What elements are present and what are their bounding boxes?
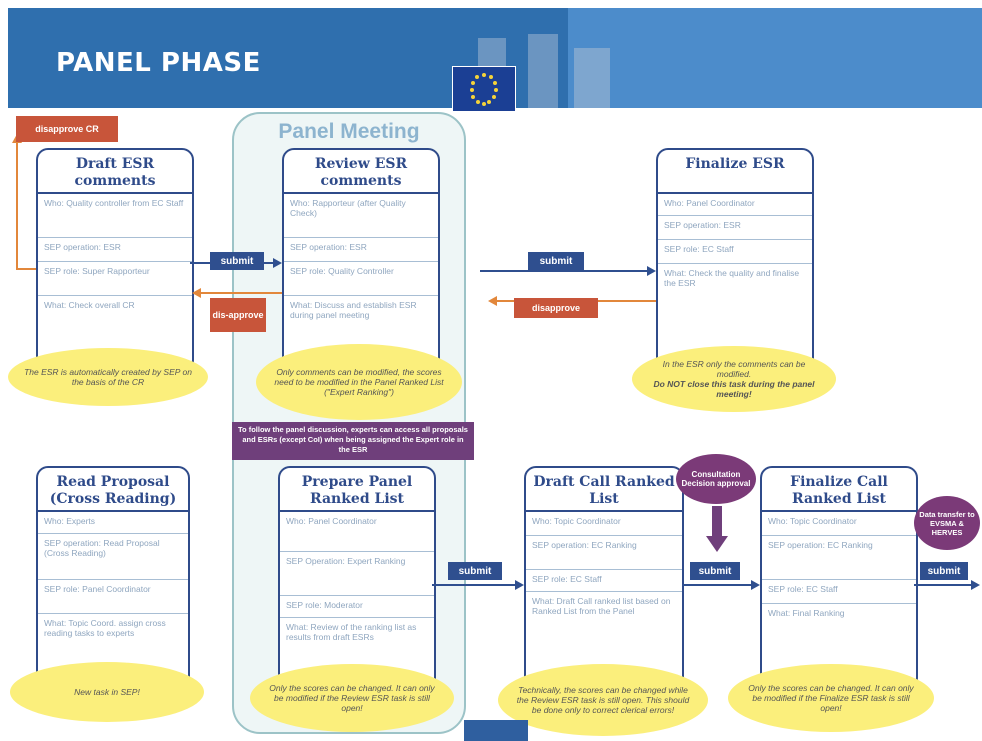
prepare-panel-note: Only the scores can be changed. It can o… <box>250 664 454 732</box>
arrow-left-icon <box>488 296 497 306</box>
finalize-call-title: Finalize Call Ranked List <box>762 468 916 512</box>
draft-call-row: SEP operation: EC Ranking <box>526 536 682 570</box>
finalize-esr-note-warning: Do NOT close this task during the panel … <box>653 379 815 399</box>
submit-arrow-line <box>914 584 974 586</box>
finalize-call-row: Who: Topic Coordinator <box>762 512 916 536</box>
building-shape <box>574 48 610 108</box>
submit-arrow-line <box>682 584 752 586</box>
prepare-panel-row: SEP Operation: Expert Ranking <box>280 552 434 596</box>
finalize-call-row: SEP role: EC Staff <box>762 580 916 604</box>
review-esr-title: Review ESR comments <box>284 150 438 194</box>
arrow-right-icon <box>647 266 656 276</box>
data-transfer-oval: Data transfer to EVSMA & HERVES <box>914 496 980 550</box>
banner-building-background <box>568 8 982 108</box>
read-proposal-row: SEP role: Panel Coordinator <box>38 580 188 614</box>
prepare-panel-row: Who: Panel Coordinator <box>280 512 434 552</box>
finalize-esr-row: Who: Panel Coordinator <box>658 194 812 216</box>
finalize-esr-note-text: In the ESR only the comments can be modi… <box>662 359 806 379</box>
draft-esr-box: Draft ESR comments Who: Quality controll… <box>36 148 194 372</box>
prepare-panel-row: SEP role: Moderator <box>280 596 434 618</box>
finalize-esr-row: SEP role: EC Staff <box>658 240 812 264</box>
draft-esr-title: Draft ESR comments <box>38 150 192 194</box>
submit-button[interactable]: submit <box>528 252 584 270</box>
submit-button[interactable]: submit <box>690 562 740 580</box>
draft-call-note: Technically, the scores can be changed w… <box>498 664 708 736</box>
arrow-right-icon <box>515 580 524 590</box>
read-proposal-row: Who: Experts <box>38 512 188 534</box>
review-esr-note: Only comments can be modified, the score… <box>256 344 462 420</box>
arrow-right-icon <box>751 580 760 590</box>
submit-button[interactable]: submit <box>210 252 264 270</box>
read-proposal-title: Read Proposal (Cross Reading) <box>38 468 188 512</box>
page-title: PANEL PHASE <box>56 48 261 78</box>
disapprove-cr-line <box>16 142 18 270</box>
review-esr-row: What: Discuss and establish ESR during p… <box>290 300 417 320</box>
building-shape <box>528 34 558 108</box>
disapprove-cr-line <box>16 268 38 270</box>
finalize-call-row: What: Final Ranking <box>768 608 845 618</box>
prepare-panel-box: Prepare Panel Ranked List Who: Panel Coo… <box>278 466 436 692</box>
draft-call-row: SEP role: EC Staff <box>526 570 682 592</box>
review-esr-row: SEP operation: ESR <box>284 238 438 262</box>
submit-arrow-line <box>480 270 648 272</box>
panel-meeting-title: Panel Meeting <box>278 120 420 143</box>
read-proposal-note: New task in SEP! <box>10 662 204 722</box>
read-proposal-row: SEP operation: Read Proposal (Cross Read… <box>38 534 188 580</box>
prepare-panel-title: Prepare Panel Ranked List <box>280 468 434 512</box>
finalize-esr-note: In the ESR only the comments can be modi… <box>632 346 836 412</box>
draft-esr-row: What: Check overall CR <box>44 300 135 310</box>
draft-call-row: What: Draft Call ranked list based on Ra… <box>532 596 671 616</box>
finalize-esr-box: Finalize ESR Who: Panel Coordinator SEP … <box>656 148 814 372</box>
draft-call-title: Draft Call Ranked List <box>526 468 682 512</box>
disapprove-arrow-line <box>200 292 282 294</box>
draft-esr-row: SEP operation: ESR <box>38 238 192 262</box>
submit-arrow-line <box>432 584 516 586</box>
bottom-decoration <box>464 720 528 741</box>
draft-call-box: Draft Call Ranked List Who: Topic Coordi… <box>524 466 684 692</box>
read-proposal-row: What: Topic Coord. assign cross reading … <box>44 618 166 638</box>
draft-call-row: Who: Topic Coordinator <box>526 512 682 536</box>
review-esr-row: Who: Rapporteur (after Quality Check) <box>284 194 438 238</box>
arrow-left-icon <box>192 288 201 298</box>
header-banner: PANEL PHASE <box>8 8 982 108</box>
prepare-panel-row: What: Review of the ranking list as resu… <box>286 622 417 642</box>
review-esr-row: SEP role: Quality Controller <box>284 262 438 296</box>
draft-esr-row: Who: Quality controller from EC Staff <box>38 194 192 238</box>
arrow-right-icon <box>971 580 980 590</box>
draft-esr-row: SEP role: Super Rapporteur <box>38 262 192 296</box>
review-esr-box: Review ESR comments Who: Rapporteur (aft… <box>282 148 440 372</box>
disapprove-cr-button[interactable]: disapprove CR <box>16 116 118 142</box>
finalize-call-row: SEP operation: EC Ranking <box>762 536 916 580</box>
finalize-esr-row: What: Check the quality and finalise the… <box>664 268 800 288</box>
arrow-right-icon <box>273 258 282 268</box>
finalize-call-box: Finalize Call Ranked List Who: Topic Coo… <box>760 466 918 690</box>
read-proposal-box: Read Proposal (Cross Reading) Who: Exper… <box>36 466 190 688</box>
draft-esr-note: The ESR is automatically created by SEP … <box>8 348 208 406</box>
disapprove-button[interactable]: disapprove <box>514 298 598 318</box>
disapprove-button[interactable]: dis-approve <box>210 298 266 332</box>
finalize-esr-title: Finalize ESR <box>658 150 812 194</box>
arrow-down-icon <box>706 506 728 552</box>
consultation-oval: Consultation Decision approval <box>676 454 756 504</box>
eu-flag-icon <box>452 66 516 112</box>
finalize-call-note: Only the scores can be changed. It can o… <box>728 664 934 732</box>
finalize-esr-row: SEP operation: ESR <box>658 216 812 240</box>
submit-button[interactable]: submit <box>920 562 968 580</box>
submit-button[interactable]: submit <box>448 562 502 580</box>
expert-access-note: To follow the panel discussion, experts … <box>232 422 474 460</box>
